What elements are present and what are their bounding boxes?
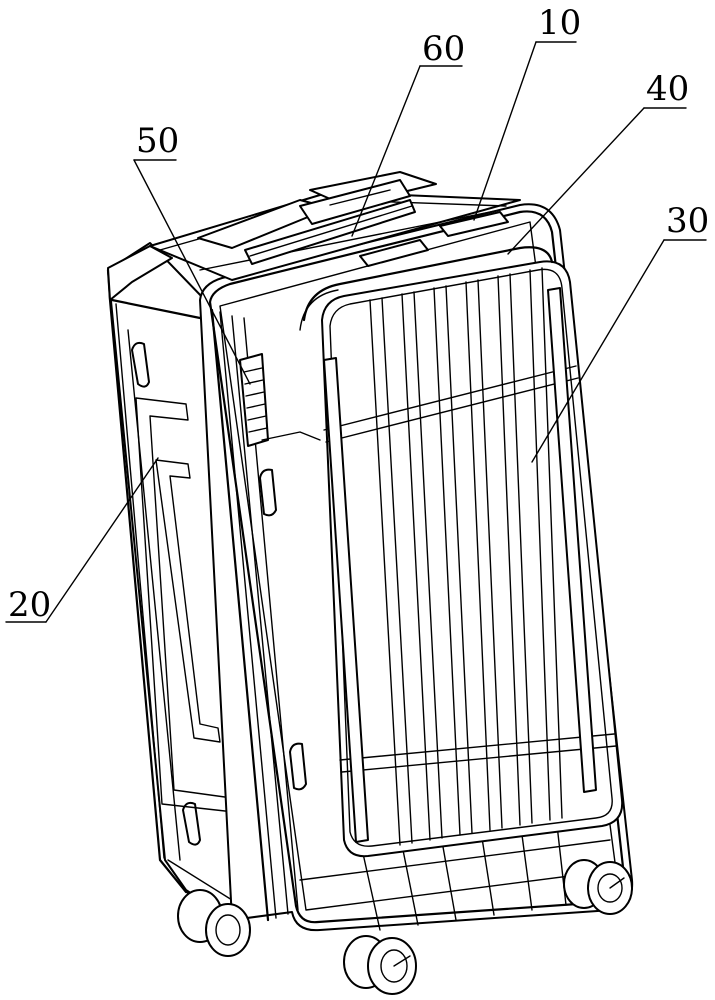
label-30: 30 xyxy=(666,201,709,241)
label-20: 20 xyxy=(8,585,51,625)
leader-10 xyxy=(474,42,536,220)
label-50: 50 xyxy=(136,121,179,161)
label-40: 40 xyxy=(646,69,689,109)
leader-40 xyxy=(508,108,644,254)
label-10: 10 xyxy=(538,3,581,43)
wheel-front-right xyxy=(564,860,632,914)
front-panel-30 xyxy=(322,261,622,856)
wheel-front-left xyxy=(344,936,416,994)
label-60: 60 xyxy=(422,29,465,69)
